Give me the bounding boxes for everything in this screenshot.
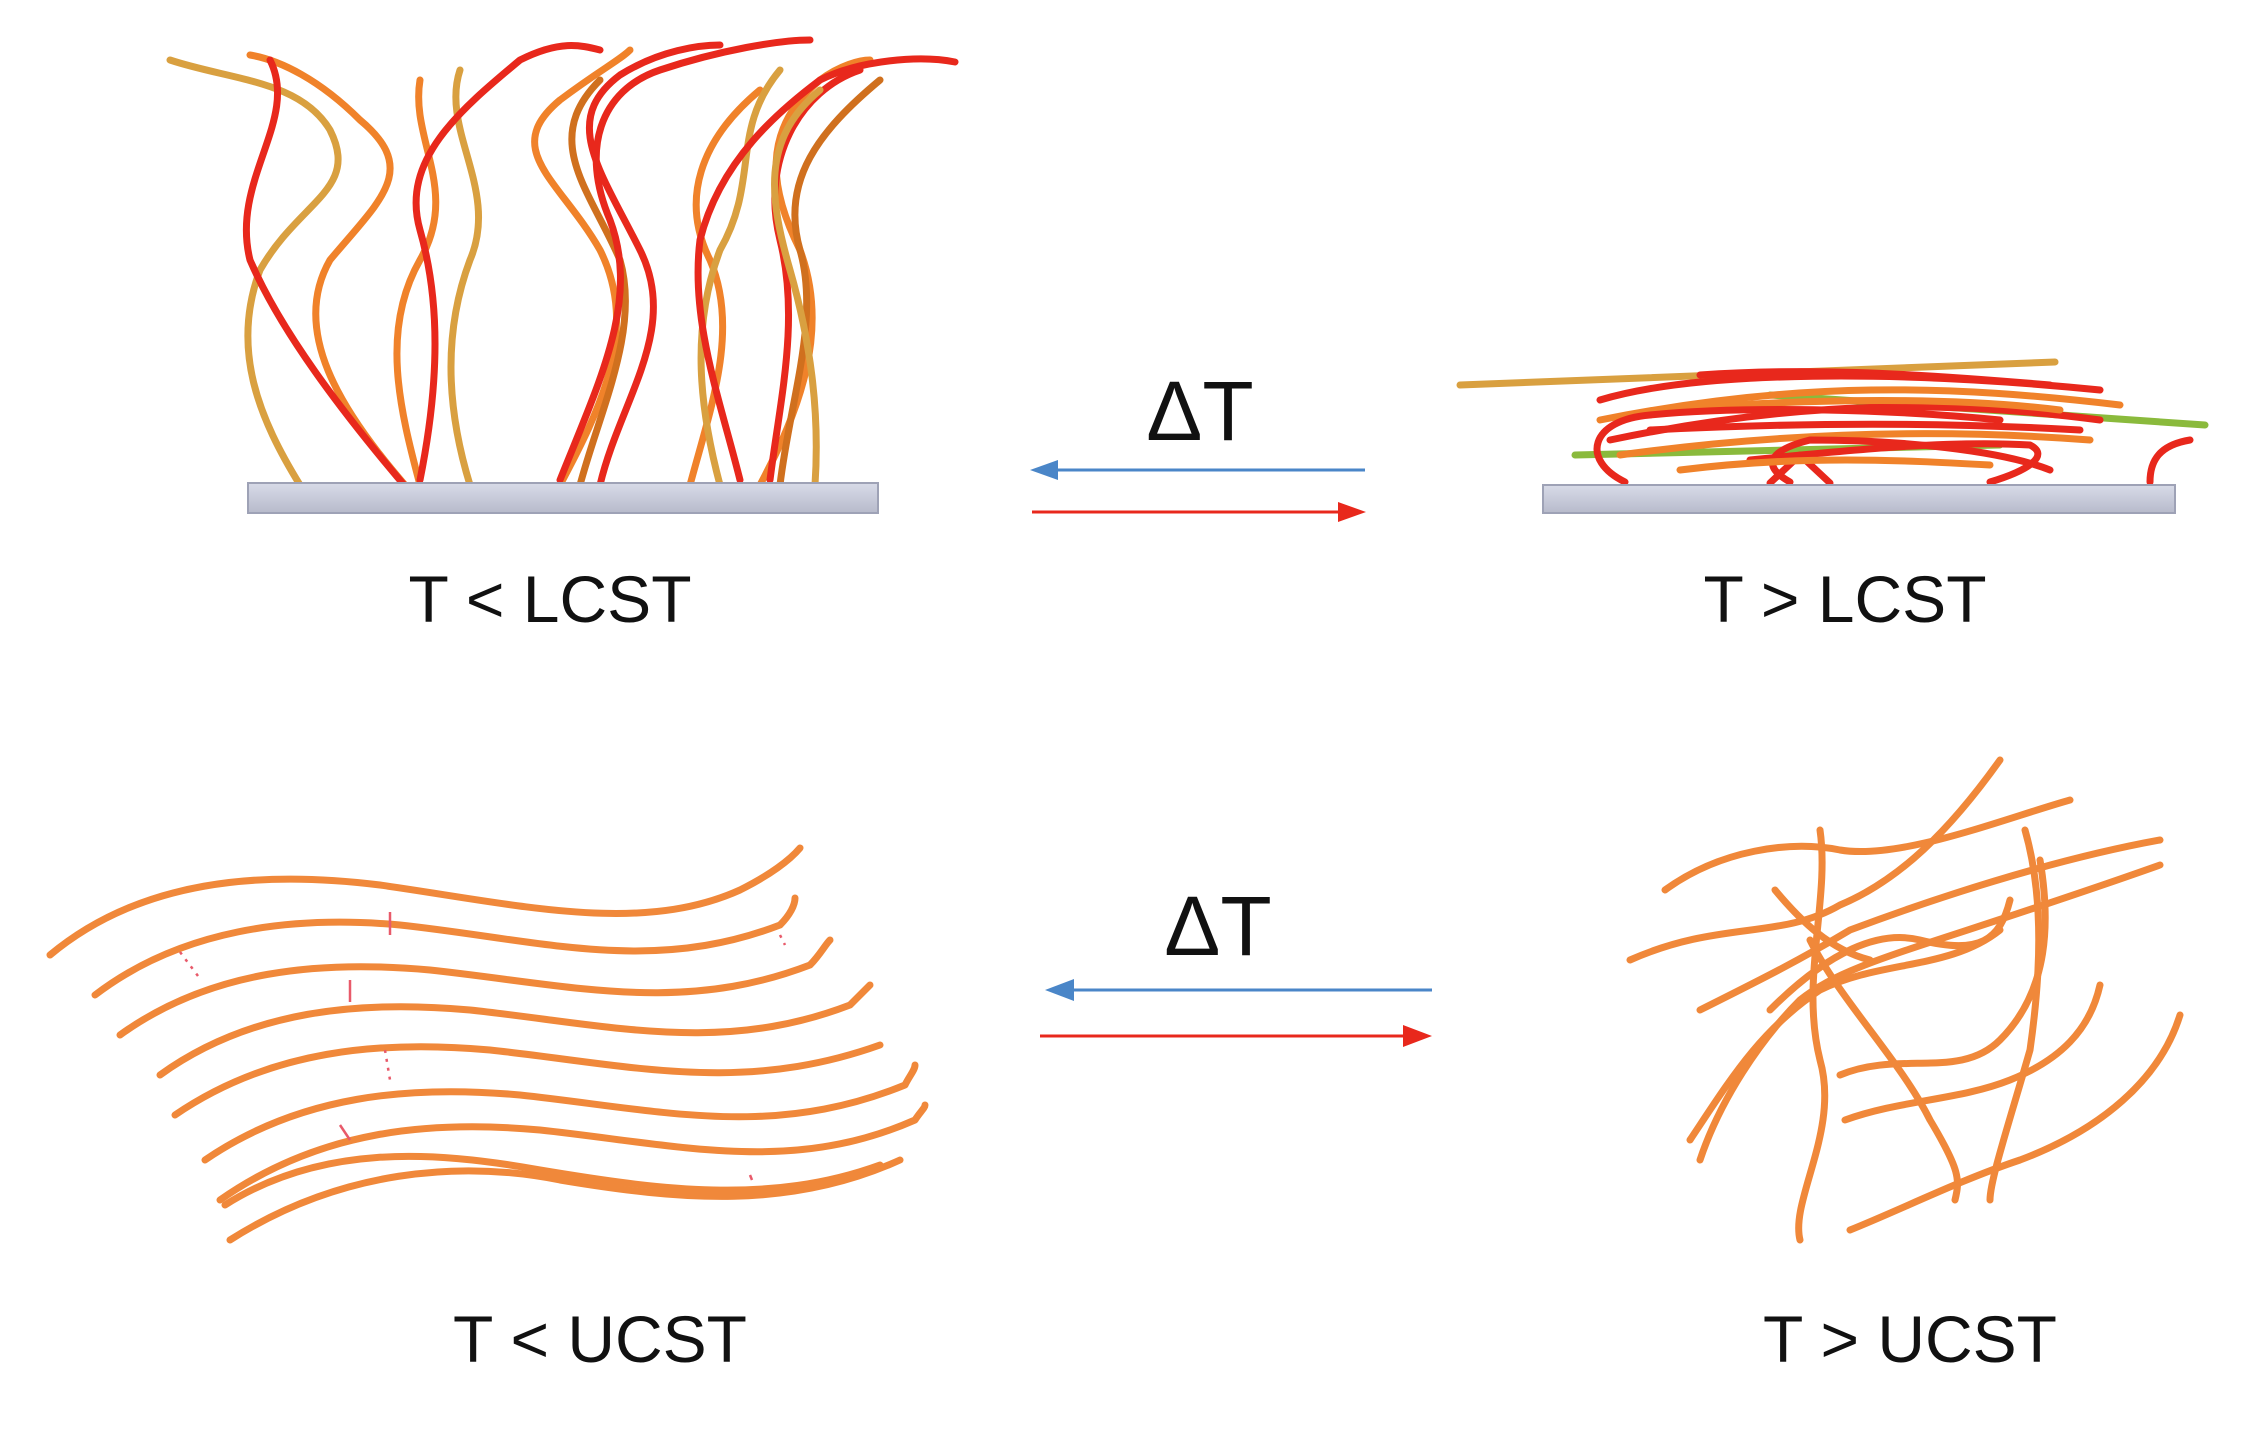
- ucst-right-caption: T > UCST: [1763, 1302, 2057, 1376]
- ucst-delta-t-label: ΔT: [1164, 879, 1271, 973]
- ucst-aligned-chains-group: T < UCST: [46, 844, 929, 1376]
- substrate-right: [1542, 484, 2176, 514]
- heating-arrow: [1040, 1025, 1432, 1047]
- ucst-left-caption: T < UCST: [453, 1302, 747, 1376]
- lcst-collapsed-brush-group: T > LCST: [1456, 358, 2209, 636]
- heating-arrow: [1032, 502, 1366, 522]
- lcst-extended-brush-group: T < LCST: [166, 36, 959, 636]
- brush-chains-collapsed: [1456, 358, 2209, 487]
- cooling-arrow: [1045, 979, 1432, 1001]
- brush-chains-extended: [166, 36, 959, 496]
- lcst-equilibrium-arrows: ΔT: [1030, 364, 1366, 522]
- lcst-right-caption: T > LCST: [1703, 562, 1986, 636]
- ucst-random-coils-group: T > UCST: [1626, 756, 2184, 1376]
- aligned-chains: [46, 844, 929, 1244]
- cooling-arrow: [1030, 460, 1365, 480]
- ucst-equilibrium-arrows: ΔT: [1040, 879, 1432, 1047]
- lcst-left-caption: T < LCST: [408, 562, 691, 636]
- lcst-delta-t-label: ΔT: [1146, 364, 1253, 458]
- random-coil-chains: [1626, 756, 2184, 1244]
- crosslinks: [179, 912, 787, 1181]
- substrate-left: [247, 482, 879, 514]
